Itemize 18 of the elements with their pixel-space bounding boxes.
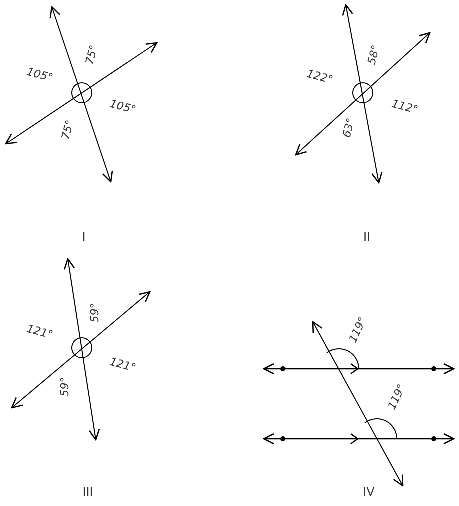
angle-label: 121° [108, 356, 138, 374]
angle-label: 59° [90, 303, 100, 323]
angle-label: 121° [26, 323, 54, 341]
figure-label: II [363, 231, 371, 243]
angle-label: 112° [390, 98, 420, 116]
figure-label: IV [363, 486, 375, 498]
angle-label: 119° [386, 382, 408, 412]
angle-label: 75° [60, 119, 76, 141]
angle-label: 75° [84, 44, 100, 66]
angle-label: 105° [108, 98, 138, 116]
angle-label: 119° [347, 316, 369, 344]
angle-label: 58° [366, 44, 382, 66]
angle-label: 122° [306, 68, 334, 86]
angle-label: 105° [26, 66, 54, 84]
angle-label: 59° [60, 377, 70, 397]
figure-label: III [82, 486, 94, 498]
angle-label: 63° [341, 117, 357, 139]
figure-label: I [82, 231, 86, 243]
